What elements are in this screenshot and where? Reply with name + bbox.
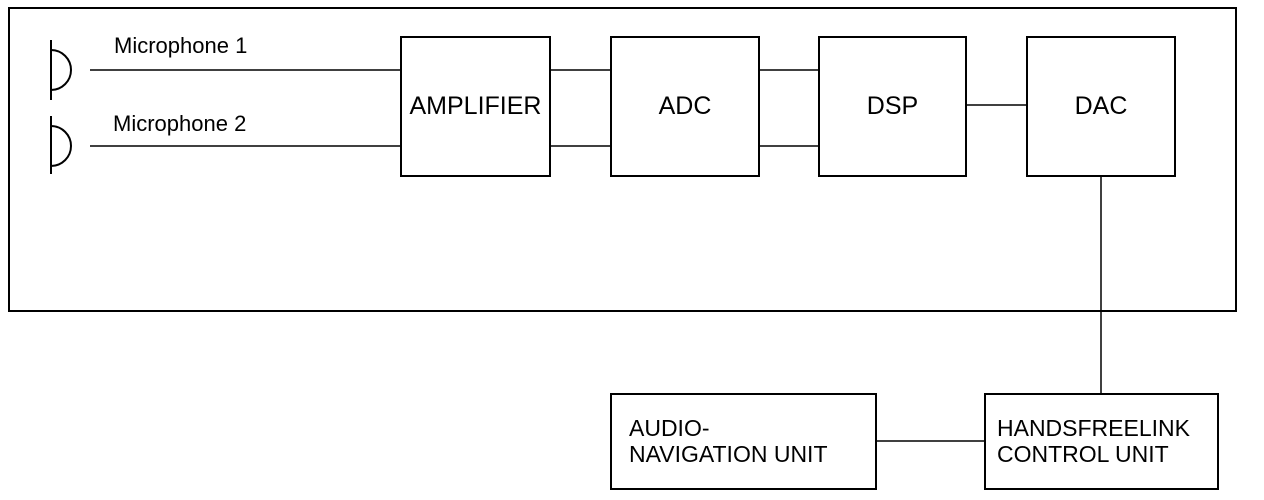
handsfreelink-label-line2: CONTROL UNIT [997,441,1169,467]
microphone-1-label: Microphone 1 [114,33,248,58]
audio-navigation-unit-block: AUDIO- NAVIGATION UNIT [610,393,877,490]
dsp-label: DSP [866,92,919,120]
adc-label: ADC [658,92,712,120]
dac-block: DAC [1026,36,1176,177]
amplifier-block: AMPLIFIER [400,36,551,177]
amplifier-label: AMPLIFIER [409,92,542,120]
microphone-2-label: Microphone 2 [113,111,247,136]
microphone-1-icon [50,40,72,100]
audio-nav-label-line1: AUDIO- [629,415,710,441]
handsfreelink-control-unit-block: HANDSFREELINK CONTROL UNIT [984,393,1219,490]
adc-block: ADC [610,36,760,177]
microphone-2-icon [50,116,72,174]
dac-label: DAC [1074,92,1128,120]
microphone-unit-enclosure [8,7,1237,312]
audio-nav-label-line2: NAVIGATION UNIT [629,441,828,467]
handsfreelink-label-line1: HANDSFREELINK [997,415,1190,441]
dsp-block: DSP [818,36,967,177]
